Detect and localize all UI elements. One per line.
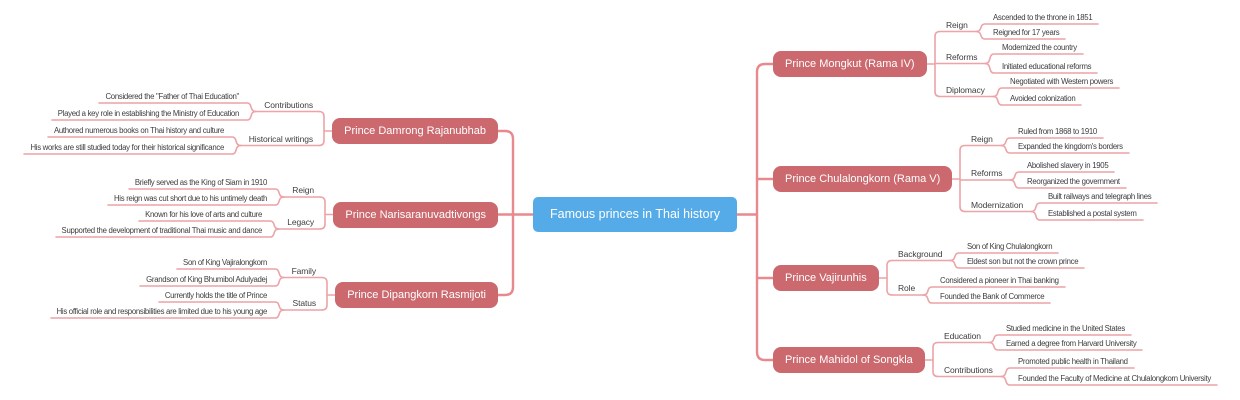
group-label[interactable]: Role [898, 283, 916, 293]
group-label[interactable]: Background [898, 248, 943, 259]
branch-node[interactable]: Prince Mongkut (Rama IV) [773, 51, 927, 77]
group-label[interactable]: Contributions [264, 99, 313, 110]
branch-node[interactable]: Prince Mahidol of Songkla [773, 347, 925, 373]
central-topic[interactable]: Famous princes in Thai history [533, 197, 737, 232]
group-label[interactable]: Contributions [944, 364, 993, 375]
leaf-label[interactable]: Currently holds the title of Prince [164, 291, 267, 300]
leaf-label[interactable]: Ruled from 1868 to 1910 [1018, 127, 1097, 136]
leaf-label[interactable]: Eldest son but not the crown prince [967, 257, 1079, 266]
leaf-label[interactable]: Established a postal system [1048, 209, 1137, 218]
leaf-label[interactable]: Son of King Vajiralongkorn [183, 258, 267, 267]
branch-node[interactable]: Prince Vajirunhis [773, 265, 879, 291]
leaf-label[interactable]: Ascended to the throne in 1851 [993, 13, 1093, 22]
leaf-label[interactable]: Modernized the country [1002, 43, 1077, 52]
group-label[interactable]: Status [292, 298, 317, 308]
leaf-label[interactable]: Expanded the kingdom's borders [1018, 142, 1123, 151]
leaf-label[interactable]: Initiated educational reforms [1002, 62, 1092, 71]
leaf-label[interactable]: Reigned for 17 years [993, 28, 1060, 37]
leaf-label[interactable]: Briefly served as the King of Siam in 19… [134, 178, 267, 187]
leaf-label[interactable]: Studied medicine in the United States [1006, 324, 1125, 333]
group-label[interactable]: Education [944, 330, 981, 341]
leaf-label[interactable]: His official role and responsibilities a… [56, 307, 268, 316]
branch-node[interactable]: Prince Dipangkorn Rasmijoti [335, 282, 498, 308]
leaf-label[interactable]: Authored numerous books on Thai history … [53, 126, 224, 135]
group-label[interactable]: Reign [292, 185, 314, 195]
leaf-label[interactable]: Negotiated with Western powers [1010, 77, 1114, 86]
leaf-label[interactable]: Abolished slavery in 1905 [1027, 161, 1109, 170]
group-label[interactable]: Reign [946, 19, 968, 30]
leaf-label[interactable]: Built railways and telegraph lines [1048, 192, 1152, 201]
group-label[interactable]: Modernization [971, 199, 1024, 210]
group-label[interactable]: Reforms [971, 168, 1003, 178]
leaf-label[interactable]: Founded the Faculty of Medicine at Chula… [1018, 374, 1211, 383]
branch-node[interactable]: Prince Damrong Rajanubhab [332, 118, 498, 144]
leaf-label[interactable]: Earned a degree from Harvard University [1006, 339, 1137, 348]
group-label[interactable]: Reign [971, 133, 993, 144]
group-label[interactable]: Legacy [287, 217, 314, 227]
leaf-label[interactable]: Avoided colonization [1010, 94, 1076, 103]
leaf-label[interactable]: Promoted public health in Thailand [1018, 357, 1128, 366]
branch-node[interactable]: Prince Chulalongkorn (Rama V) [773, 166, 953, 192]
leaf-label[interactable]: Known for his love of arts and culture [145, 210, 262, 219]
leaf-label[interactable]: Supported the development of traditional… [61, 226, 263, 235]
leaf-label[interactable]: Considered a pioneer in Thai banking [940, 276, 1059, 285]
leaf-label[interactable]: Reorganized the government [1027, 177, 1120, 186]
leaf-label[interactable]: His reign was cut short due to his untim… [113, 194, 267, 203]
leaf-label[interactable]: Played a key role in establishing the Mi… [57, 109, 240, 118]
branch-node[interactable]: Prince Narisaranuvadtivongs [333, 201, 498, 228]
leaf-label[interactable]: Grandson of King Bhumibol Adulyadej [146, 275, 267, 284]
leaf-label[interactable]: Founded the Bank of Commerce [940, 292, 1045, 301]
leaf-label[interactable]: Son of King Chulalongkorn [967, 242, 1053, 251]
group-label[interactable]: Reforms [946, 51, 978, 62]
group-label[interactable]: Historical writings [248, 133, 313, 144]
leaf-label[interactable]: His works are still studied today for th… [30, 143, 224, 152]
leaf-label[interactable]: Considered the "Father of Thai Education… [105, 92, 239, 101]
group-label[interactable]: Family [291, 265, 317, 276]
group-label[interactable]: Diplomacy [946, 84, 985, 95]
